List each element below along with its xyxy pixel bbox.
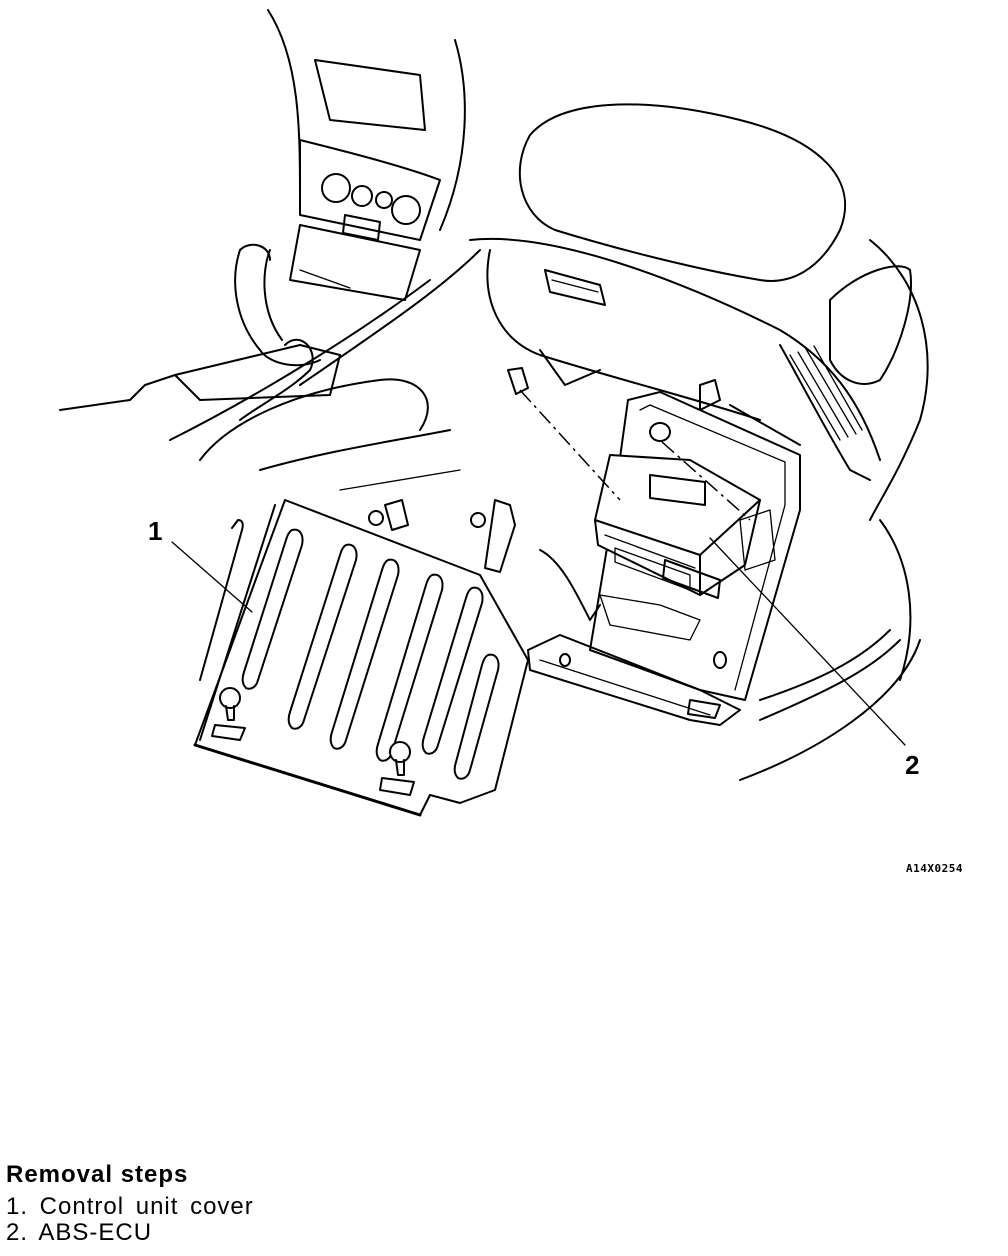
removal-diagram: 1 2 A14X0254	[59, 9, 963, 875]
figure-code: A14X0254	[906, 862, 963, 875]
dashboard-line-drawing	[59, 9, 929, 817]
callout-1: 1	[148, 516, 163, 546]
abs-ecu-unit	[507, 367, 776, 599]
leader-line-2	[709, 537, 906, 746]
callout-leaders	[171, 537, 906, 746]
ecu-bracket	[527, 379, 801, 726]
leader-line-1	[171, 541, 253, 613]
center-console	[59, 9, 481, 491]
step-item-control-unit-cover: 1. Control unit cover	[6, 1193, 254, 1220]
removal-steps-heading: Removal steps	[6, 1161, 189, 1188]
step-item-abs-ecu: 2. ABS-ECU	[6, 1219, 153, 1246]
callout-2: 2	[905, 750, 920, 780]
removal-steps: Removal steps 1. Control unit cover 2. A…	[6, 1160, 606, 1246]
removal-steps-list: 1. Control unit cover 2. ABS-ECU	[6, 1194, 606, 1246]
control-unit-cover	[193, 499, 529, 817]
glovebox-area	[469, 103, 929, 781]
